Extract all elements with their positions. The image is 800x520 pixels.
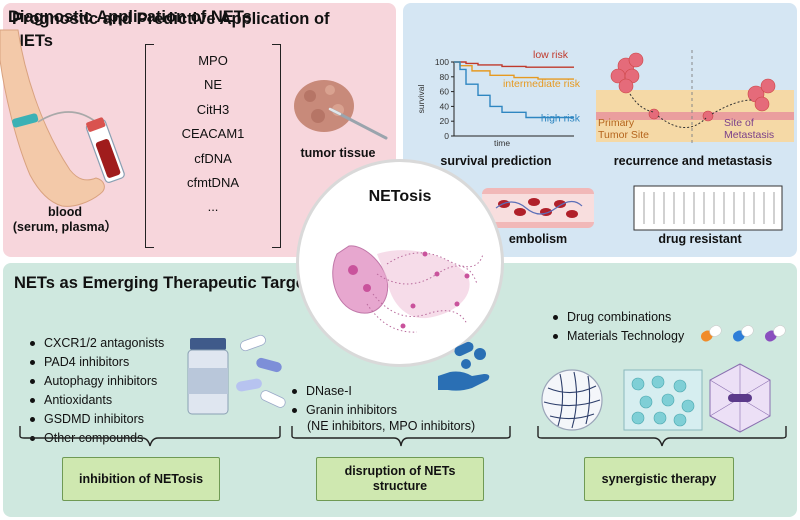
disruption-item: DNase-I (292, 382, 397, 401)
blood-label-line1: blood (47, 205, 82, 219)
biomarker-item: MPO (198, 53, 228, 68)
series-label: high risk (541, 113, 581, 125)
hand-pills-icon (438, 341, 490, 391)
bracket-right (272, 44, 281, 248)
survival-line-high-risk (454, 61, 574, 119)
therapeutic-title: NETs as Emerging Therapeutic Targets (14, 274, 320, 292)
y-tick-label: 60 (440, 87, 450, 97)
y-tick-label: 20 (440, 116, 450, 126)
synergy-list: Drug combinations Materials Technology (553, 308, 684, 346)
embolism-label: embolism (508, 232, 568, 246)
biomarker-bracket: MPO NE CitH3 CEACAM1 cfDNA cfmtDNA ... (145, 44, 281, 248)
pill-bottle-illustration (187, 334, 286, 415)
arm-blood-draw-illustration (0, 29, 125, 207)
inhibition-item: GSDMD inhibitors (30, 410, 164, 429)
inhibition-item: CXCR1/2 antagonists (30, 334, 164, 353)
netosis-circle: NETosis (296, 159, 504, 367)
biomarker-item: CitH3 (196, 101, 230, 117)
biomarker-item: cfDNA (194, 150, 232, 166)
synergy-item: Drug combinations (553, 308, 684, 327)
series-label: low risk (533, 49, 569, 61)
series-label: intermediate risk (503, 78, 581, 90)
drug-plate-illustration (633, 185, 783, 231)
nanocage-illustration (709, 363, 771, 433)
embolism-illustration (482, 188, 594, 228)
prognostic-title: Prognostic and Predictive Application of… (12, 10, 330, 50)
tumor-tissue-label: tumor tissue (300, 146, 376, 160)
blood-label-line2: (serum, plasma） (12, 220, 118, 234)
biomarker-item: cfmtDNA (187, 174, 239, 190)
primary-site-label-2: Tumor Site (598, 129, 649, 141)
inhibition-item: PAD4 inhibitors (30, 353, 164, 372)
inhibition-brace (19, 426, 281, 447)
recurrence-metastasis-label: recurrence and metastasis (613, 154, 773, 168)
primary-site-label-1: Primary (598, 117, 635, 129)
survival-chart: 0 20 40 60 80 100 survival time low risk interme… (416, 49, 581, 148)
y-tick-label: 80 (440, 72, 450, 82)
y-tick-label: 100 (435, 57, 449, 67)
bracket-left (145, 44, 154, 248)
disruption-list: DNase-I Granin inhibitors (292, 382, 397, 420)
synergy-brace (537, 426, 787, 447)
survival-line-intermediate-risk (454, 61, 574, 80)
nanoparticles-illustration (623, 369, 703, 431)
inhibition-item: Antioxidants (30, 391, 164, 410)
synergy-item: Materials Technology (553, 327, 684, 346)
survival-prediction-label: survival prediction (440, 154, 552, 168)
drug-resistant-label: drug resistant (658, 232, 742, 246)
disruption-subtext: (NE inhibitors, MPO inhibitors) (307, 419, 476, 433)
biomarker-list: MPO NE CitH3 CEACAM1 cfDNA cfmtDNA ... (145, 49, 281, 220)
disruption-brace (291, 426, 511, 447)
biomarker-item: NE (203, 77, 223, 93)
blood-label: blood (serum, plasma） (10, 205, 120, 235)
disruption-box: disruption of NETs structure (316, 457, 484, 501)
inhibition-item: Autophagy inhibitors (30, 372, 164, 391)
netosis-title: NETosis (368, 188, 432, 205)
y-tick-label: 0 (444, 131, 449, 141)
y-axis-label: survival (416, 84, 426, 113)
recurrence-metastasis-illustration: Primary Tumor Site Site of Metastasis (596, 50, 794, 146)
y-tick-label: 40 (440, 101, 450, 111)
metastasis-site-label-2: Metastasis (724, 129, 774, 141)
survival-line-low-risk (454, 61, 574, 68)
mesh-sphere-illustration (541, 369, 603, 431)
disruption-item: Granin inhibitors (292, 401, 397, 420)
inhibition-box: inhibition of NETosis (62, 457, 220, 501)
synergy-box: synergistic therapy (584, 457, 734, 501)
metastasis-site-label-1: Site of (724, 117, 754, 129)
biomarker-item: ... (207, 199, 219, 215)
tumor-tissue-illustration (294, 80, 388, 140)
neutrophil-net-illustration (332, 245, 484, 333)
disruption-box-line2: structure (372, 479, 428, 493)
capsules-icon (700, 325, 786, 342)
x-axis-label: time (494, 138, 510, 148)
biomarker-item: CEACAM1 (181, 126, 245, 142)
disruption-box-line1: disruption of NETs (344, 464, 456, 478)
diagnostic-title: Diagnostic Application of NETs (8, 8, 252, 26)
